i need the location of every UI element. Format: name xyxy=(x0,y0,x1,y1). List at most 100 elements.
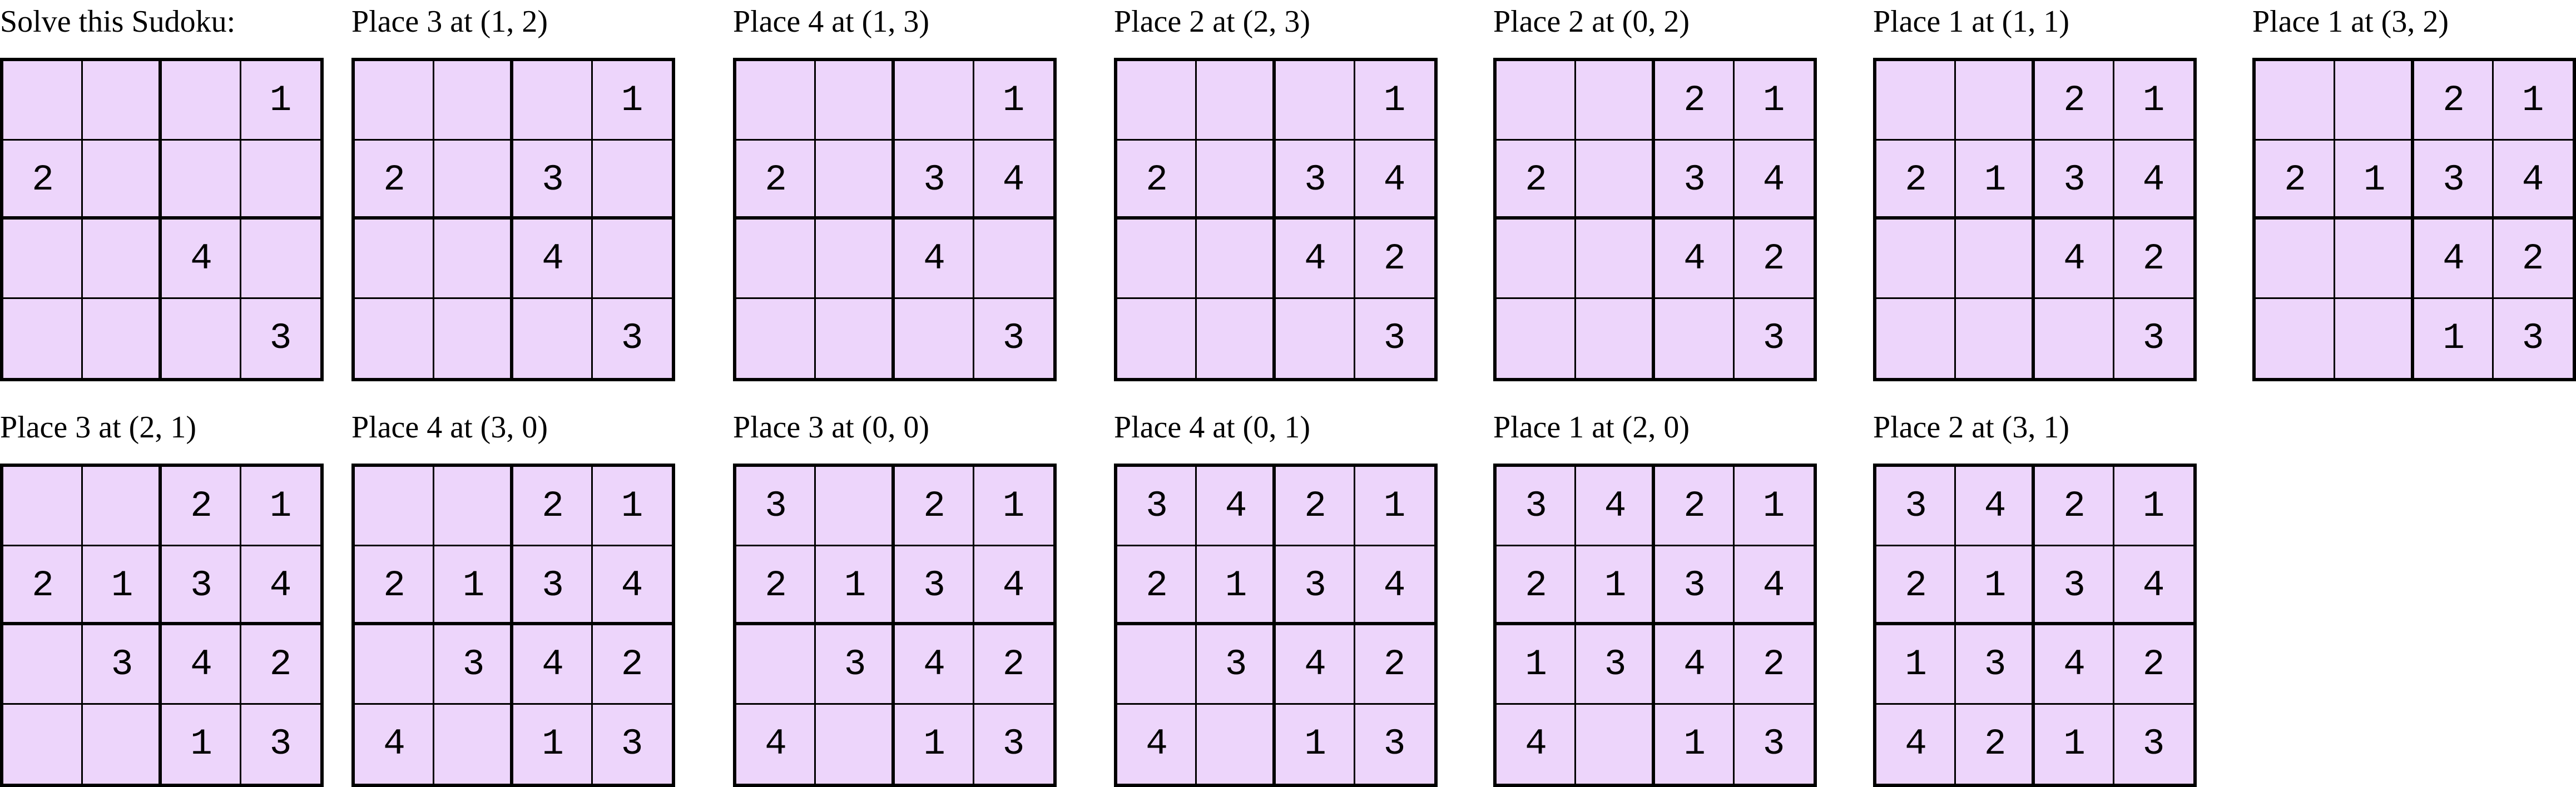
sudoku-row-digits: 2134 xyxy=(1525,564,1842,606)
sudoku-cell xyxy=(82,546,162,625)
sudoku-cell xyxy=(1117,625,1197,705)
panel-title: Place 3 at (2, 1) xyxy=(0,410,196,445)
sudoku-row-digits: 342 xyxy=(32,644,349,685)
sudoku-cell xyxy=(1955,61,2035,141)
panel-title: Place 4 at (0, 1) xyxy=(1114,410,1310,445)
sudoku-cell xyxy=(736,140,816,220)
sudoku-cell xyxy=(3,704,83,784)
sudoku-cell xyxy=(2493,141,2573,220)
sudoku-cell xyxy=(974,546,1053,625)
panel-title: Place 1 at (3, 2) xyxy=(2252,4,2449,39)
sudoku-cell xyxy=(82,625,162,705)
sudoku-row-digits: 42 xyxy=(2284,238,2576,280)
sudoku-cell xyxy=(513,220,593,299)
sudoku-cell xyxy=(2414,220,2494,299)
sudoku-cell xyxy=(3,140,83,220)
sudoku-cell xyxy=(434,704,513,784)
sudoku-cell xyxy=(162,546,241,625)
sudoku-cell xyxy=(3,220,83,299)
sudoku-cell xyxy=(1655,140,1735,220)
sudoku-cell xyxy=(1196,625,1276,705)
sudoku-row-digits: 3 xyxy=(32,317,349,359)
sudoku-cell xyxy=(815,140,895,220)
sudoku-row-digits: 21 xyxy=(32,485,349,527)
sudoku-cell xyxy=(1734,220,1814,299)
sudoku-cell xyxy=(592,141,672,220)
sudoku-row-digits: 2 34 xyxy=(1146,158,1463,201)
sudoku-cell xyxy=(513,625,593,705)
sudoku-cell xyxy=(2035,298,2114,378)
sudoku-cell xyxy=(1497,61,1576,141)
sudoku-cell xyxy=(1956,704,2035,784)
panel-title: Solve this Sudoku: xyxy=(0,4,236,39)
sudoku-row-digits: 3 xyxy=(1905,317,2222,359)
sudoku-cell xyxy=(1355,61,1434,141)
sudoku-cell xyxy=(1196,546,1276,625)
sudoku-cell xyxy=(2335,220,2414,299)
sudoku-cell xyxy=(513,467,593,546)
sudoku-cell xyxy=(2114,546,2193,625)
sudoku-cell xyxy=(1955,625,2035,705)
panel-title: Place 4 at (3, 0) xyxy=(351,410,548,445)
sudoku-cell xyxy=(1276,625,1355,705)
sudoku-cell xyxy=(592,546,672,625)
sudoku-cell xyxy=(355,140,434,220)
sudoku-cell xyxy=(3,298,83,378)
sudoku-cell xyxy=(83,704,162,784)
sudoku-cell xyxy=(355,546,434,625)
sudoku-cell xyxy=(736,704,816,784)
sudoku-cell xyxy=(2335,298,2414,378)
sudoku-cell xyxy=(1876,625,1956,705)
sudoku-row-digits: 4 xyxy=(765,238,1082,280)
sudoku-cell xyxy=(1497,220,1576,299)
sudoku-cell xyxy=(2114,61,2193,141)
sudoku-cell xyxy=(2114,467,2193,546)
sudoku-cell xyxy=(2414,61,2494,141)
sudoku-cell xyxy=(1655,625,1735,705)
sudoku-cell xyxy=(2414,298,2494,378)
sudoku-cell xyxy=(1576,546,1655,625)
sudoku-row-digits: 4 xyxy=(383,238,701,280)
sudoku-cell xyxy=(974,141,1053,220)
sudoku-cell xyxy=(1196,140,1276,220)
sudoku-cell xyxy=(162,704,241,784)
sudoku-cell xyxy=(2114,625,2193,705)
panel-title: Place 2 at (2, 3) xyxy=(1114,4,1310,39)
sudoku-cell xyxy=(1355,625,1434,705)
sudoku-row-digits: 1342 xyxy=(1905,644,2222,685)
sudoku-cell xyxy=(1655,546,1735,625)
sudoku-row-digits: 1 xyxy=(1146,79,1463,121)
sudoku-cell xyxy=(815,61,895,141)
sudoku-cell xyxy=(1876,298,1956,378)
sudoku-row-digits: 342 xyxy=(383,644,701,685)
panel-title: Place 4 at (1, 3) xyxy=(733,4,929,39)
sudoku-cell xyxy=(355,61,434,141)
sudoku-cell xyxy=(1955,546,2035,625)
sudoku-row-digits: 21 xyxy=(1905,79,2222,121)
sudoku-row-digits: 342 xyxy=(765,644,1082,685)
sudoku-cell xyxy=(1956,298,2035,378)
sudoku-cell xyxy=(1117,298,1197,378)
sudoku-cell xyxy=(3,61,83,141)
sudoku-row-digits: 2134 xyxy=(32,564,349,606)
sudoku-cell xyxy=(1355,220,1434,299)
panel-title: Place 1 at (1, 1) xyxy=(1873,4,2069,39)
sudoku-cell xyxy=(2035,61,2114,141)
sudoku-row-digits: 3421 xyxy=(1146,485,1463,527)
sudoku-row-digits: 2134 xyxy=(383,564,701,606)
sudoku-row-digits: 3 21 xyxy=(765,485,1082,527)
sudoku-cell xyxy=(355,467,434,546)
sudoku-row-digits: 2 xyxy=(32,158,349,201)
sudoku-cell xyxy=(355,704,434,784)
sudoku-cell xyxy=(895,625,974,705)
sudoku-row-digits: 2134 xyxy=(1905,564,2222,606)
sudoku-cell xyxy=(2256,61,2335,141)
sudoku-cell xyxy=(241,467,320,546)
sudoku-cell xyxy=(895,61,974,141)
sudoku-cell xyxy=(1197,704,1276,784)
